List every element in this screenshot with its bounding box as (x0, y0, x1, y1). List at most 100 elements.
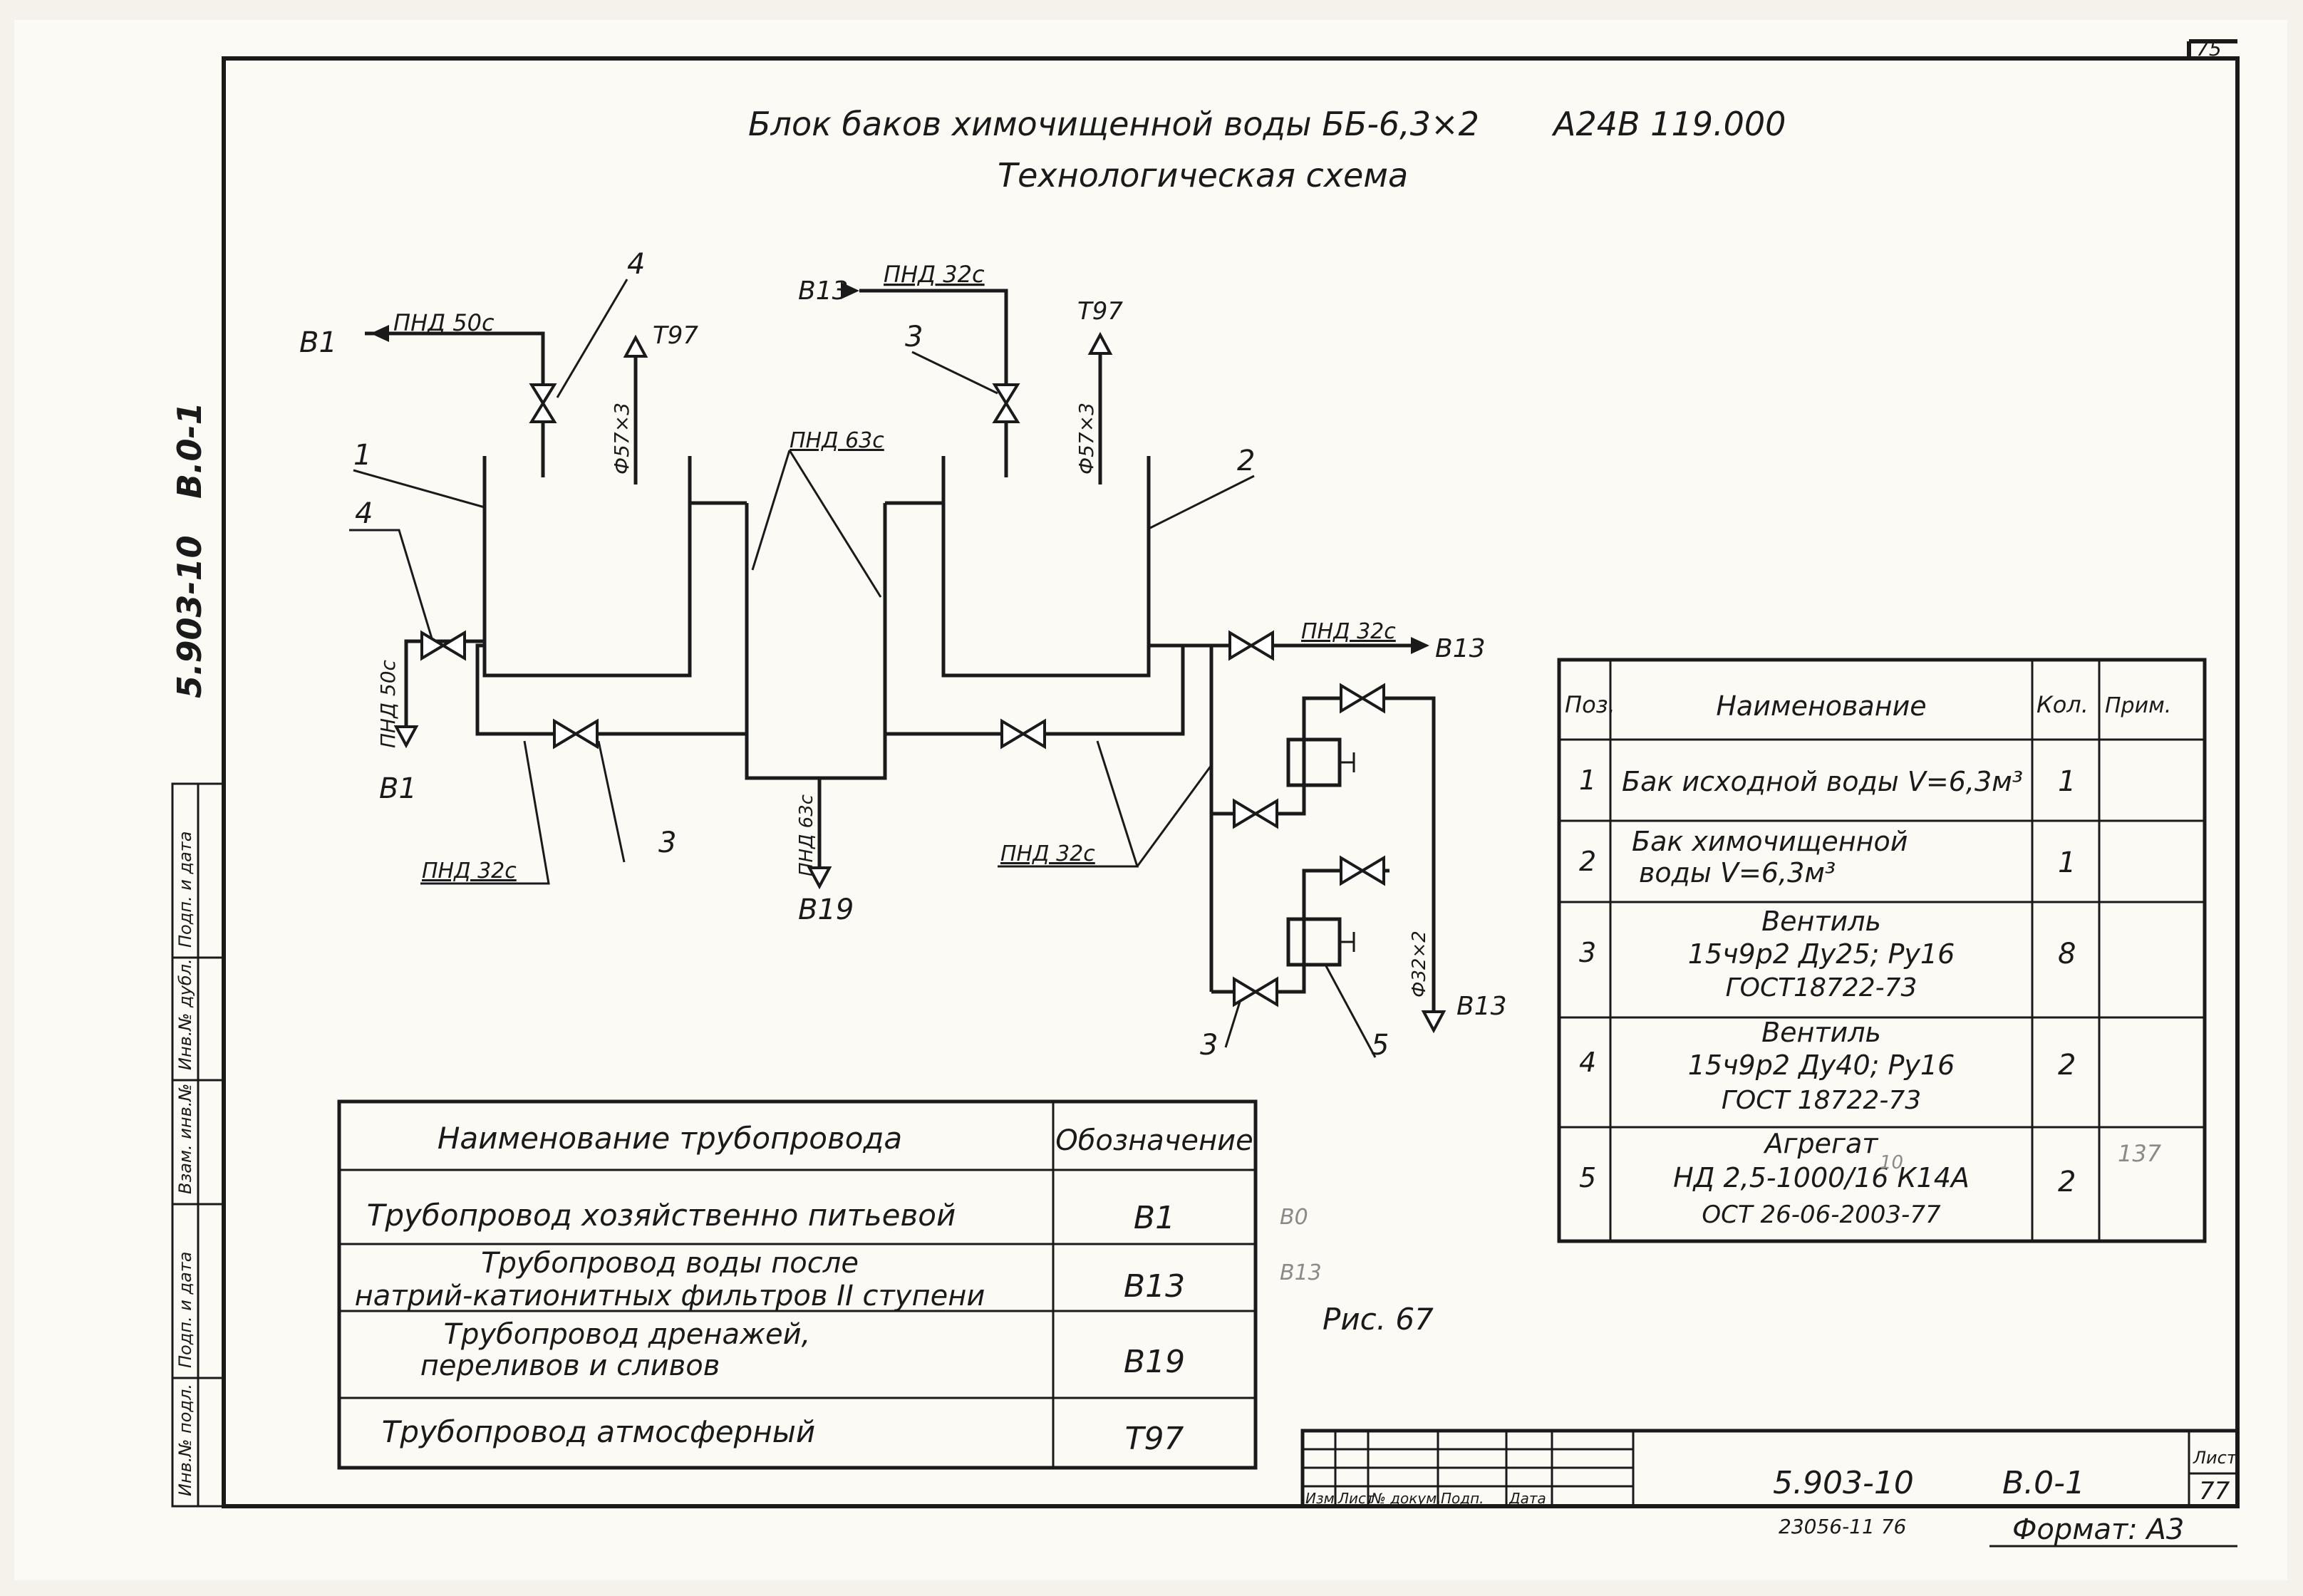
process-diagram: В1 ПНД 50с Т97 Ф57×3 В13 ПНД 32с Т97 Ф57… (299, 248, 1507, 1062)
spec-row5-name-1: Агрегат (1763, 1128, 1880, 1159)
valve-4-left (420, 630, 466, 661)
pos-3-top: 3 (905, 321, 923, 353)
label-b1-in: В1 (299, 326, 337, 359)
spec-row3-name-3: ГОСТ18722-73 (1726, 973, 1918, 1002)
pipe-row3-name-1: Трубопровод дренажей, (444, 1318, 811, 1351)
pipe-row1-name: Трубопровод хозяйственно питьевой (367, 1198, 956, 1233)
archive-number: 23056-11 76 (1779, 1515, 1906, 1538)
leader-1 (353, 469, 485, 509)
qty-note-handwritten: 10 (1880, 1152, 1903, 1173)
paper (14, 20, 2287, 1580)
valve-4-top (529, 383, 557, 423)
label-pnd50-in: ПНД 50с (393, 309, 495, 336)
spec-row4-pos: 4 (1579, 1047, 1596, 1078)
valve-3-pump1-out (1340, 683, 1385, 714)
pipe-row4-name: Трубопровод атмосферный (382, 1414, 815, 1449)
strip-inv-podl: Инв.№ подл. (175, 1384, 195, 1496)
arrow-b19 (807, 866, 832, 890)
spec-header-qty: Кол. (2037, 691, 2089, 718)
drawing-frame (222, 39, 2240, 1508)
leader-2 (1148, 475, 1255, 530)
spec-row3-name-1: Вентиль (1761, 906, 1881, 937)
spec-row4-name-3: ГОСТ 18722-73 (1722, 1086, 1921, 1115)
strip-inv-dubl: Инв.№ дубл. (175, 958, 195, 1070)
leader-4-left (349, 529, 433, 639)
valve-3-bottom-right (1000, 718, 1046, 750)
spec-row5-name-2: НД 2,5-1000/16 К14А (1673, 1162, 1970, 1193)
figure-label: Рис. 67 (1323, 1302, 1434, 1337)
drain-vessel (745, 503, 887, 780)
valve-3-outlet (1228, 630, 1274, 661)
label-pnd32-bl: ПНД 32с (422, 859, 517, 884)
drawing-title: Блок баков химочищенной воды ББ-6,3×2 (748, 105, 1479, 143)
pipe-row2-name-1: Трубопровод воды после (481, 1247, 859, 1280)
format-label: Формат: А3 (2012, 1513, 2184, 1546)
doc-code: А24В 119.000 (1551, 105, 1786, 143)
bottom-pipe-left (475, 643, 747, 736)
pos-3-pump: 3 (1200, 1029, 1218, 1062)
pipe-row4-code: Т97 (1125, 1421, 1184, 1457)
tb-sheet-no: 77 (2199, 1477, 2230, 1506)
valve-3-pump1-in (1233, 798, 1278, 829)
leader-pnd32-bl (420, 740, 550, 885)
tb-hdr-list: Лист (1337, 1490, 1375, 1507)
tank-1 (482, 456, 692, 678)
title-block: Изм Лист № докум. Подп. Дата 5.903-10 В.… (1300, 1429, 2240, 1508)
pipe-row2-name-2: натрий-катионитных фильтров II ступени (355, 1280, 985, 1312)
strip-podp-data-2: Подп. и дата (175, 831, 195, 948)
label-b13-top: В13 (798, 276, 849, 306)
label-b19: В19 (798, 893, 854, 926)
sheet-number-top: 75 (2196, 37, 2222, 61)
tb-hdr-doc: № докум. (1370, 1490, 1442, 1507)
label-b13-pumps: В13 (1456, 992, 1507, 1021)
valve-3-top (992, 383, 1020, 423)
side-code: 5.903-10 (170, 535, 209, 698)
tb-code: 5.903-10 (1773, 1465, 1914, 1501)
spec-table: Поз. Наименование Кол. Прим. 1 Бак исход… (1557, 658, 2207, 1243)
spec-row5-name-3: ОСТ 26-06-2003-77 (1702, 1201, 1941, 1229)
label-t97-left: Т97 (653, 321, 698, 350)
tank-2 (941, 456, 1151, 678)
pipe-header-name: Наименование трубопровода (438, 1121, 902, 1156)
spec-row2-name-1: Бак химочищенной (1632, 826, 1908, 857)
pipe-row1-code: В1 (1134, 1200, 1175, 1236)
pipe-row3-code: В19 (1124, 1344, 1185, 1380)
label-pnd50-drain: ПНД 50с (376, 659, 400, 748)
leader-4-top (556, 279, 628, 398)
drawing-subtitle: Технологическая схема (998, 156, 1408, 195)
leader-pnd32-bm-b (1136, 765, 1213, 867)
spec-header-note: Прим. (2105, 693, 2171, 718)
left-strip: Инв.№ подл. Подп. и дата Взам. инв.№ Инв… (171, 782, 225, 1508)
spec-row3-qty: 8 (2058, 938, 2076, 970)
tb-hdr-izm: Изм (1305, 1490, 1335, 1507)
label-b1-out: В1 (379, 772, 417, 805)
label-phi32: Ф32×2 (1409, 931, 1430, 998)
spec-row4-name-1: Вентиль (1761, 1017, 1881, 1048)
pos-4-top: 4 (627, 248, 645, 281)
pos-3-bottom: 3 (658, 826, 676, 859)
label-pnd32-top: ПНД 32с (884, 261, 985, 288)
spec-row2-pos: 2 (1579, 846, 1596, 877)
leader-3-top (911, 351, 998, 395)
leader-pnd63-b (788, 450, 882, 598)
pos-2: 2 (1237, 445, 1255, 477)
pump-unit-1 (1286, 737, 1355, 814)
side-code-2: В.0-1 (170, 402, 209, 499)
arrow-b1-out (393, 725, 419, 749)
leader-pnd63 (751, 450, 791, 571)
vent-left (623, 334, 648, 484)
leader-3-pump (1224, 1001, 1241, 1048)
pipe-header-code: Обозначение (1055, 1124, 1253, 1157)
valve-3-bottom-left (553, 718, 599, 750)
valve-3-pump2-out (1340, 855, 1385, 886)
label-b13-r: В13 (1435, 634, 1486, 663)
spec-header-name: Наименование (1716, 690, 1926, 722)
valve-3-pump2-in (1233, 976, 1278, 1007)
pos-1: 1 (353, 439, 371, 472)
leader-5 (1324, 964, 1377, 1058)
pipe-row3-name-2: переливов и сливов (420, 1349, 720, 1382)
tb-hdr-data: Дата (1508, 1490, 1546, 1507)
spec-row2-qty: 1 (2058, 846, 2076, 879)
pos-5: 5 (1371, 1029, 1389, 1062)
